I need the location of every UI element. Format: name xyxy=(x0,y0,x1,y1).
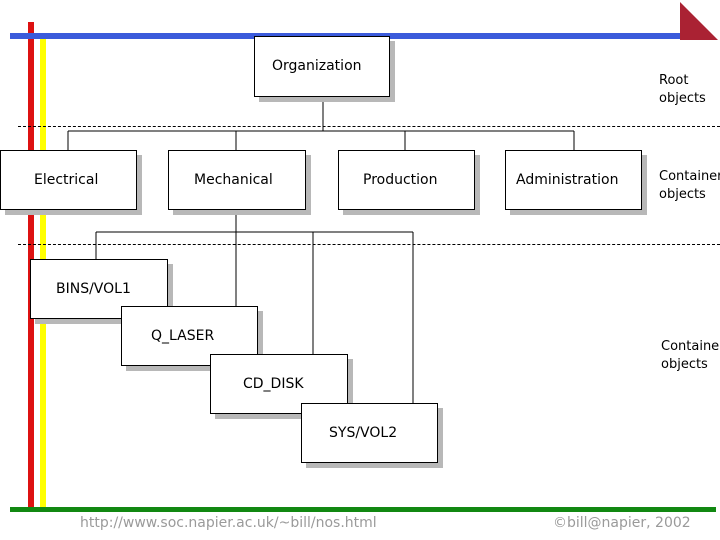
mechanical-label: Mechanical xyxy=(194,172,273,188)
cd-disk-label: CD_DISK xyxy=(243,376,304,392)
sys-vol2-node xyxy=(301,403,438,463)
footer-url[interactable]: http://www.soc.napier.ac.uk/~bill/nos.ht… xyxy=(80,515,377,531)
container-objects-label-1: Container objects xyxy=(659,169,720,202)
electrical-node xyxy=(0,150,137,210)
q-laser-label: Q_LASER xyxy=(151,328,215,344)
organization-label: Organization xyxy=(272,58,362,74)
administration-label: Administration xyxy=(516,172,619,188)
production-node xyxy=(338,150,475,210)
container-separator xyxy=(18,244,720,245)
root-objects-label: Root objects xyxy=(659,73,706,106)
administration-node xyxy=(505,150,642,210)
root-separator xyxy=(18,126,720,127)
bins-vol1-label: BINS/VOL1 xyxy=(56,281,131,297)
footer-copyright: ©bill@napier, 2002 xyxy=(553,515,691,531)
container-objects-label-2: Containe objects xyxy=(661,339,720,372)
sys-vol2-label: SYS/VOL2 xyxy=(329,425,398,441)
organization-node xyxy=(254,36,390,97)
mechanical-node xyxy=(168,150,306,210)
green-horizontal-bar xyxy=(10,507,716,512)
production-label: Production xyxy=(363,172,438,188)
electrical-label: Electrical xyxy=(34,172,99,188)
